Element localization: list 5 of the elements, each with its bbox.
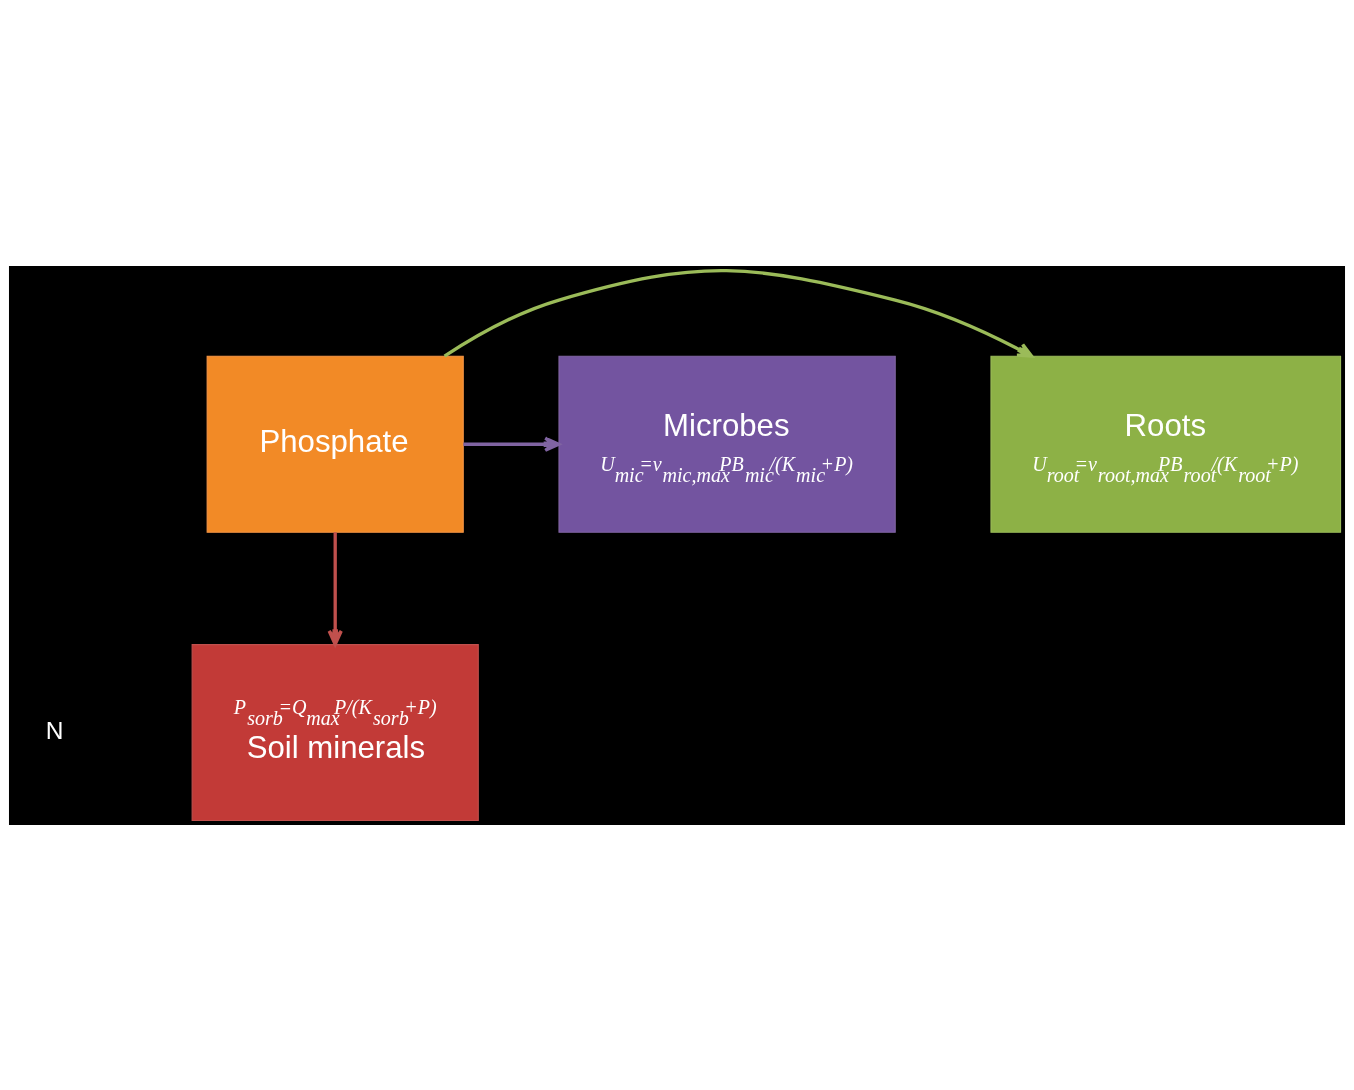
label: N: [45, 716, 64, 744]
arrow: [327, 531, 343, 646]
node-box: Phosphate: [206, 355, 464, 533]
arrow: [443, 268, 1034, 358]
arrow: [463, 436, 561, 452]
